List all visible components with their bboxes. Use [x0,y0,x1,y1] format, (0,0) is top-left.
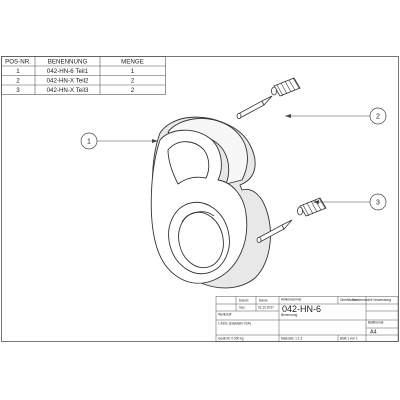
tb-name-label: Name [259,299,268,303]
tb-article-label: Artikelnummer [281,298,302,302]
table-cell-qty: 2 [131,87,135,94]
balloon-3: 3 [376,200,380,207]
table-cell-pos: 2 [16,78,20,85]
pin-part-2 [236,77,301,120]
table-cell-qty: 2 [131,78,135,85]
tb-drawn-date: 02.10.2017 [258,306,274,310]
tb-weight: Gewicht: 0.000 kg [218,337,244,341]
tb-drawn-label: Gez. [239,306,246,310]
drawing-number: 042-HN-6 [282,304,321,314]
table-header-name: BENENNUNG [48,59,88,66]
leader-arrowheads [152,114,319,204]
table-cell-name: 042-HN-X Teil2 [47,78,89,85]
sheet-size: A4 [370,330,377,336]
number-six-part [150,116,271,289]
tb-designation-label: Benennung [281,313,298,317]
pin-part-3 [256,197,327,243]
tb-customer-label: Kundenmodell Verwendung [352,298,391,302]
table-header-pos: POS-NR. [5,59,31,66]
sheet-border [1,56,399,342]
leader-lines [97,115,370,203]
table-cell-name: 042-HN-6 Teil1 [47,68,89,75]
table-header-qty: MENGE [121,59,144,66]
balloon-callouts [80,107,387,211]
tb-sheet: Blatt 1 von 1 [340,337,358,341]
title-block [215,296,399,342]
tb-sheet-format-label: Blattformat [368,321,384,325]
tb-material-label: Werkstoff [218,313,231,317]
tb-surface-label: Oberflächen [340,298,358,302]
tb-material-value: 1.4301 (Edelstahl V2A) [218,322,251,326]
table-cell-qty: 1 [131,68,135,75]
balloon-2: 2 [376,114,380,121]
table-cell-pos: 3 [16,87,20,94]
tb-date-label: Datum [239,299,249,303]
balloon-1: 1 [87,139,91,146]
parts-table [1,56,166,95]
table-cell-name: 042-HN-X Teil3 [47,87,89,94]
table-cell-pos: 1 [16,68,20,75]
tb-scale: Maßstab: 1:1.5 [281,337,302,341]
